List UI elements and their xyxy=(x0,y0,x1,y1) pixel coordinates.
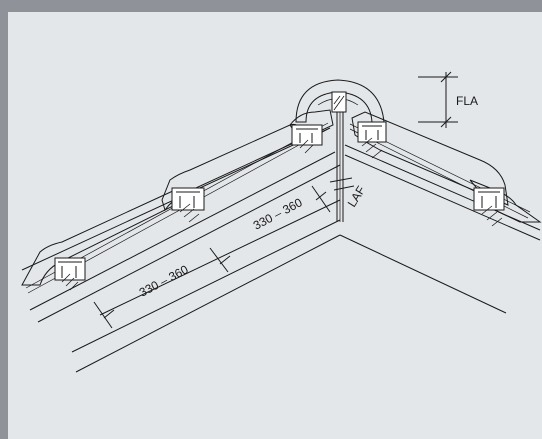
fixing-left-middle xyxy=(171,187,205,223)
fixing-right-upper xyxy=(357,121,387,159)
fixing-left-lower xyxy=(54,257,86,291)
roof-structure xyxy=(21,127,541,373)
tile-left-lower xyxy=(21,189,177,286)
fixing-left-upper xyxy=(291,124,323,154)
ridge-cap xyxy=(295,79,385,123)
fla-dimension xyxy=(418,71,458,128)
tile-left-upper xyxy=(289,109,334,141)
dimension-label-lower: 330 – 360 xyxy=(137,262,191,300)
dimension-lines xyxy=(93,177,355,329)
ridge-batten xyxy=(336,112,344,222)
roof-tiles xyxy=(21,109,542,286)
fixing-right-lower xyxy=(473,187,505,227)
fla-label: FLA xyxy=(456,94,478,108)
dimension-label-upper: 330 – 360 xyxy=(251,195,305,233)
